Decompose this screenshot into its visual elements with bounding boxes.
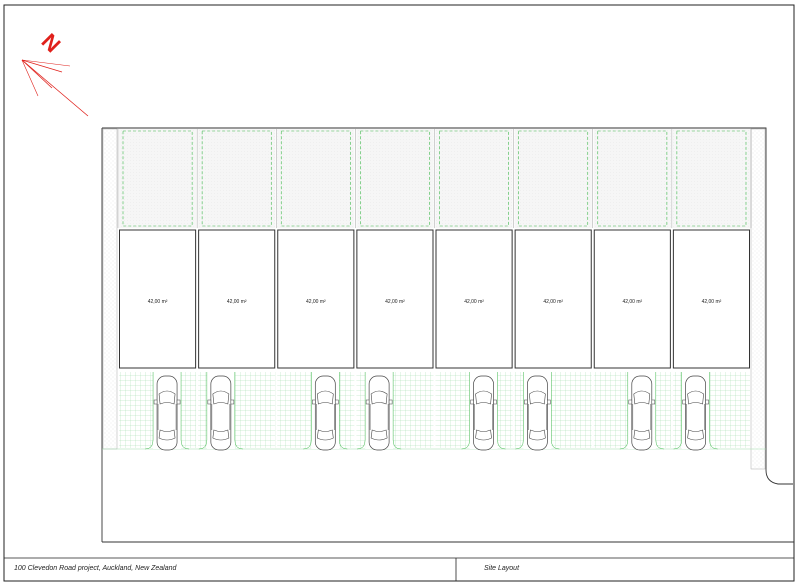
- townhouse-unit: 42,00 m²: [672, 229, 750, 369]
- rear-garden: [592, 129, 671, 228]
- rear-garden: [117, 129, 197, 228]
- townhouse-unit: 42,00 m²: [356, 229, 434, 369]
- unit-area-label: 42,00 m²: [148, 299, 168, 305]
- project-name: 100 Clevedon Road project, Auckland, New…: [14, 565, 178, 572]
- east-landscape-strip: [750, 128, 766, 470]
- unit-area-label: 42,00 m²: [306, 299, 326, 305]
- car-icon: [682, 375, 709, 451]
- townhouse-unit: 42,00 m²: [514, 229, 592, 369]
- rear-garden: [434, 129, 513, 228]
- car-icon: [524, 375, 551, 451]
- rear-garden: [276, 129, 355, 228]
- front-paving-bay: [514, 372, 592, 450]
- unit-area-label: 42,00 m²: [543, 299, 563, 305]
- townhouse-unit: 42,00 m²: [435, 229, 513, 369]
- title-block: 100 Clevedon Road project, Auckland, New…: [4, 557, 794, 581]
- north-arrow-label: N: [37, 28, 66, 57]
- car-icon: [312, 375, 339, 451]
- north-arrow-shaft: [21, 59, 89, 117]
- car-icon: [470, 375, 497, 451]
- rear-gardens: [117, 129, 752, 228]
- car-icon: [628, 375, 656, 451]
- rear-garden: [671, 129, 750, 228]
- rear-garden: [355, 129, 434, 228]
- townhouse-units: 42,00 m² 42,00 m² 42,00 m² 42,00 m² 42,00 m²…: [119, 229, 750, 369]
- unit-area-label: 42,00 m²: [702, 299, 722, 305]
- car-icon: [365, 375, 393, 451]
- townhouse-unit: 42,00 m²: [198, 229, 276, 369]
- unit-area-label: 42,00 m²: [385, 299, 405, 305]
- unit-area-label: 42,00 m²: [622, 299, 642, 305]
- sheet-border: [3, 4, 795, 582]
- front-paving-bay: [356, 372, 434, 450]
- north-arrow: N: [21, 28, 89, 117]
- front-paving-bay: [672, 372, 750, 450]
- front-paving-bay: [198, 372, 276, 450]
- townhouse-unit: 42,00 m²: [593, 229, 671, 369]
- car-icon: [207, 375, 235, 451]
- townhouse-unit: 42,00 m²: [119, 229, 197, 369]
- rear-garden: [196, 129, 276, 228]
- unit-area-label: 42,00 m²: [464, 299, 484, 305]
- sheet-title: Site Layout: [484, 565, 520, 572]
- rear-garden: [513, 129, 592, 228]
- west-landscape-strip: [102, 128, 118, 450]
- parked-cars: [153, 375, 709, 451]
- car-icon: [153, 375, 181, 451]
- townhouse-unit: 42,00 m²: [277, 229, 355, 369]
- unit-area-label: 42,00 m²: [227, 299, 247, 305]
